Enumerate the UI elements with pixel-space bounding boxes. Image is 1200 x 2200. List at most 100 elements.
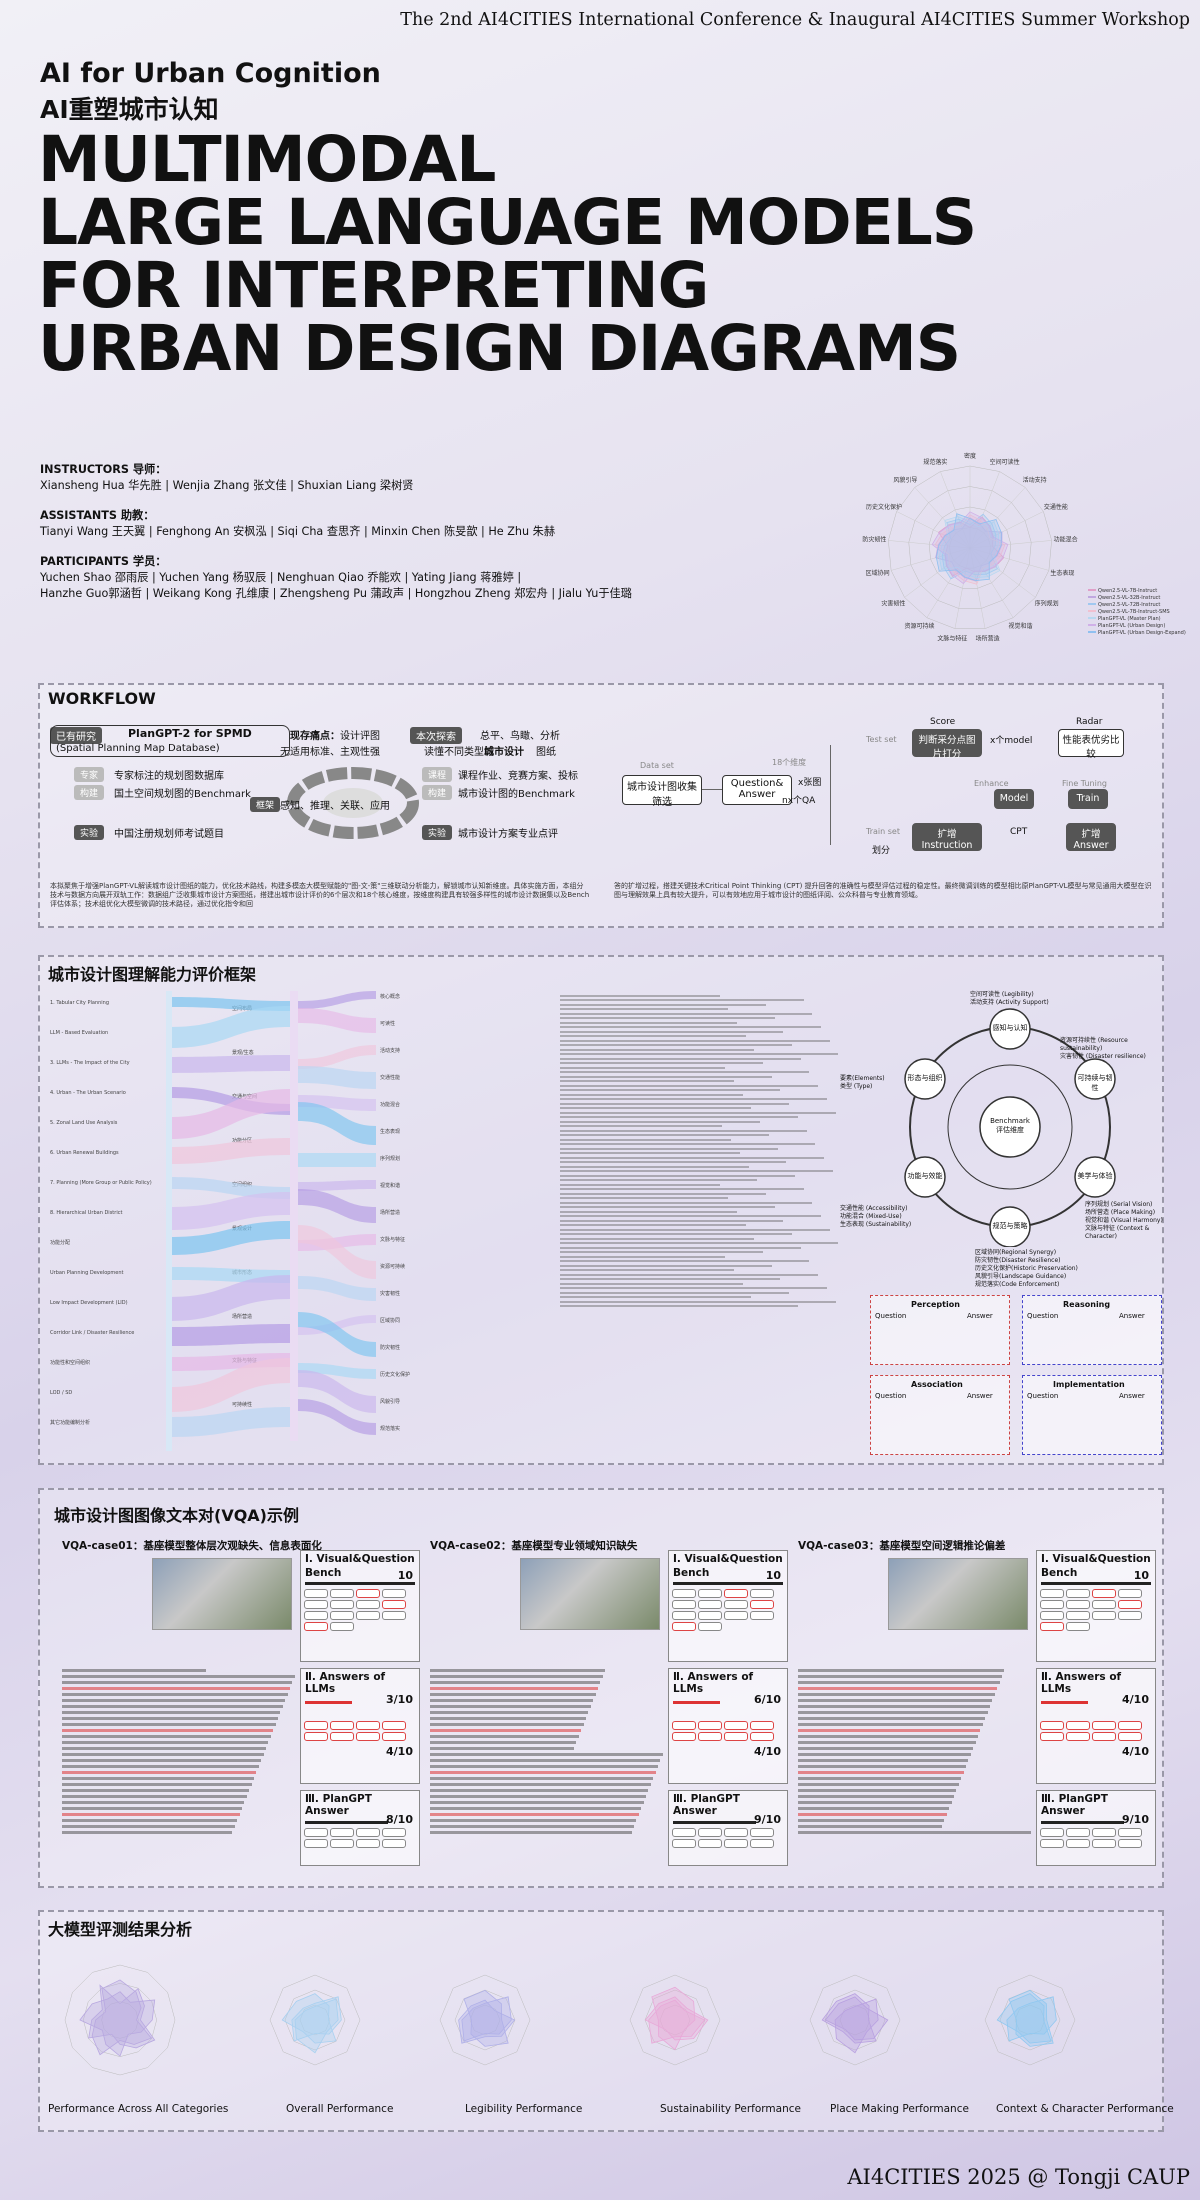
sankey-mid-node	[290, 991, 298, 1441]
radar-axis	[888, 540, 971, 549]
bench-pill	[698, 1600, 722, 1609]
explore-1: 总平、鸟瞰、分析	[480, 731, 560, 742]
sankey-flow	[170, 1407, 290, 1437]
flow-arrow-1	[702, 789, 722, 790]
label-historic: 历史文化保护(Historic Preservation)	[975, 1265, 1078, 1272]
sankey-right-label: 文脉与特征	[380, 1236, 405, 1243]
flow-train-box: Train	[1068, 789, 1108, 809]
bench-pill	[330, 1589, 354, 1598]
wheel-center: Benchmark 评估维度	[990, 1117, 1030, 1134]
bench-pill	[1040, 1600, 1064, 1609]
plangpt-pill	[1066, 1828, 1090, 1837]
reasoning-question: Question	[1027, 1312, 1059, 1320]
radar-axis-label: 活动支持	[1023, 476, 1047, 484]
flow-cpt: CPT	[1010, 827, 1028, 837]
wheel-left: 形态与组织	[907, 1074, 943, 1082]
sankey-right-label: 区域协同	[380, 1317, 400, 1324]
bench-heading: Ⅰ. Visual&Question	[673, 1553, 783, 1565]
existing-research-tag: 已有研究	[50, 727, 102, 744]
sankey-right-label: 规范落实	[380, 1425, 400, 1432]
plangpt-pill	[672, 1839, 696, 1848]
text-line	[560, 1152, 740, 1154]
plangpt-pill	[304, 1839, 328, 1848]
text-line	[560, 1210, 737, 1213]
bench-pill	[698, 1589, 722, 1598]
results-charts	[64, 1964, 1076, 2076]
radar-axis	[969, 547, 1036, 598]
sankey-flow	[170, 1089, 290, 1139]
wheel-right: 可持续与韧性	[1077, 1074, 1113, 1092]
llm-pill	[1092, 1732, 1116, 1741]
llm-pill	[724, 1732, 748, 1741]
wheel-bottom: 规范与策略	[992, 1222, 1028, 1230]
flow-split-line	[830, 745, 831, 845]
llm-bar-1	[1041, 1701, 1089, 1704]
vqa-case-title: VQA-case01：基座模型整体层次观缺失、信息表面化	[62, 1540, 322, 1552]
sankey-flow	[298, 1399, 376, 1435]
wheel-bl: 功能与效能	[907, 1172, 943, 1180]
bench-pill	[1066, 1611, 1090, 1620]
result-series	[91, 1979, 152, 2056]
bench-heading: Ⅰ. Visual&Question	[305, 1553, 415, 1565]
top-radar-chart: 密度空间可读性活动支持交通性能功能混合生态表现序列规划视觉和谐场所营造文脉与特征…	[862, 452, 1185, 642]
radar-axis-label: 历史文化保护	[866, 503, 902, 511]
result-series	[651, 1986, 696, 2051]
llm-pill	[1066, 1732, 1090, 1741]
sankey-left-label: 1. Tabular City Planning	[50, 1000, 109, 1006]
plangpt-pill	[698, 1839, 722, 1848]
sankey-left-label: Urban Planning Development	[50, 1270, 124, 1276]
result-grid-ring	[439, 1974, 531, 2066]
bench-pill	[382, 1589, 406, 1598]
text-line	[560, 1183, 720, 1186]
radar-axis-label: 灾害韧性	[881, 599, 905, 607]
caption-context: Context & Character Performance	[996, 2103, 1174, 2115]
assistants-label: ASSISTANTS 助教：	[40, 509, 155, 522]
caption-placemaking: Place Making Performance	[830, 2103, 969, 2115]
result-series	[88, 1984, 156, 2049]
vqa-llm-card: Ⅱ. Answers of LLMs 6/10 4/10	[668, 1668, 788, 1784]
sankey-right-label: 核心概念	[380, 993, 400, 1000]
text-line	[560, 1269, 734, 1271]
radar-legend-label: Qwen2.5-VL-7B-Instruct-SMS	[1098, 609, 1170, 615]
vqa-case-conversation	[430, 1666, 670, 1866]
bench-pill	[330, 1622, 354, 1631]
plangpt-pill	[724, 1828, 748, 1837]
text-line	[560, 1147, 778, 1150]
text-line	[560, 1224, 746, 1226]
text-line	[560, 1084, 819, 1087]
sankey-flow	[298, 1276, 376, 1301]
bench-pill	[750, 1611, 774, 1620]
title-line-4: URBAN DESIGN DIAGRAMS	[38, 312, 961, 385]
text-line	[560, 1026, 821, 1028]
pain-label: 现存痛点：	[290, 731, 340, 742]
sankey-flow	[298, 1189, 376, 1223]
sankey-right-label: 风貌引导	[380, 1398, 400, 1405]
perception-card: Perception Question Answer	[870, 1295, 1010, 1365]
radar-axis-label: 功能混合	[1054, 536, 1078, 544]
text-line	[560, 1111, 836, 1114]
llm-pill	[698, 1721, 722, 1730]
text-line	[560, 1161, 787, 1163]
result-series	[463, 1989, 509, 2047]
result-series	[834, 1998, 879, 2054]
radar-axis	[940, 471, 971, 549]
text-line	[560, 1278, 781, 1280]
center-text: 感知、推理、关联、应用	[280, 801, 390, 812]
result-series	[821, 1993, 877, 2044]
llm-pill	[1040, 1732, 1064, 1741]
plangpt-pill	[750, 1828, 774, 1837]
bench-pill	[1066, 1622, 1090, 1631]
sankey-left-node	[166, 991, 172, 1451]
text-line	[560, 1201, 813, 1204]
sankey-flow	[170, 997, 290, 1011]
sankey-flow	[298, 1102, 376, 1145]
bench-pill	[382, 1600, 406, 1609]
plangpt-pill	[356, 1828, 380, 1837]
flow-compare-box: 性能表优劣比较	[1058, 729, 1124, 760]
result-series	[824, 1996, 889, 2041]
subtitle-en: AI for Urban Cognition	[40, 58, 381, 89]
vqa-llm-card: Ⅱ. Answers of LLMs 3/10 4/10	[300, 1668, 420, 1784]
plangpt-pill	[382, 1828, 406, 1837]
plangpt-pill	[330, 1839, 354, 1848]
bench-pill	[1092, 1589, 1116, 1598]
